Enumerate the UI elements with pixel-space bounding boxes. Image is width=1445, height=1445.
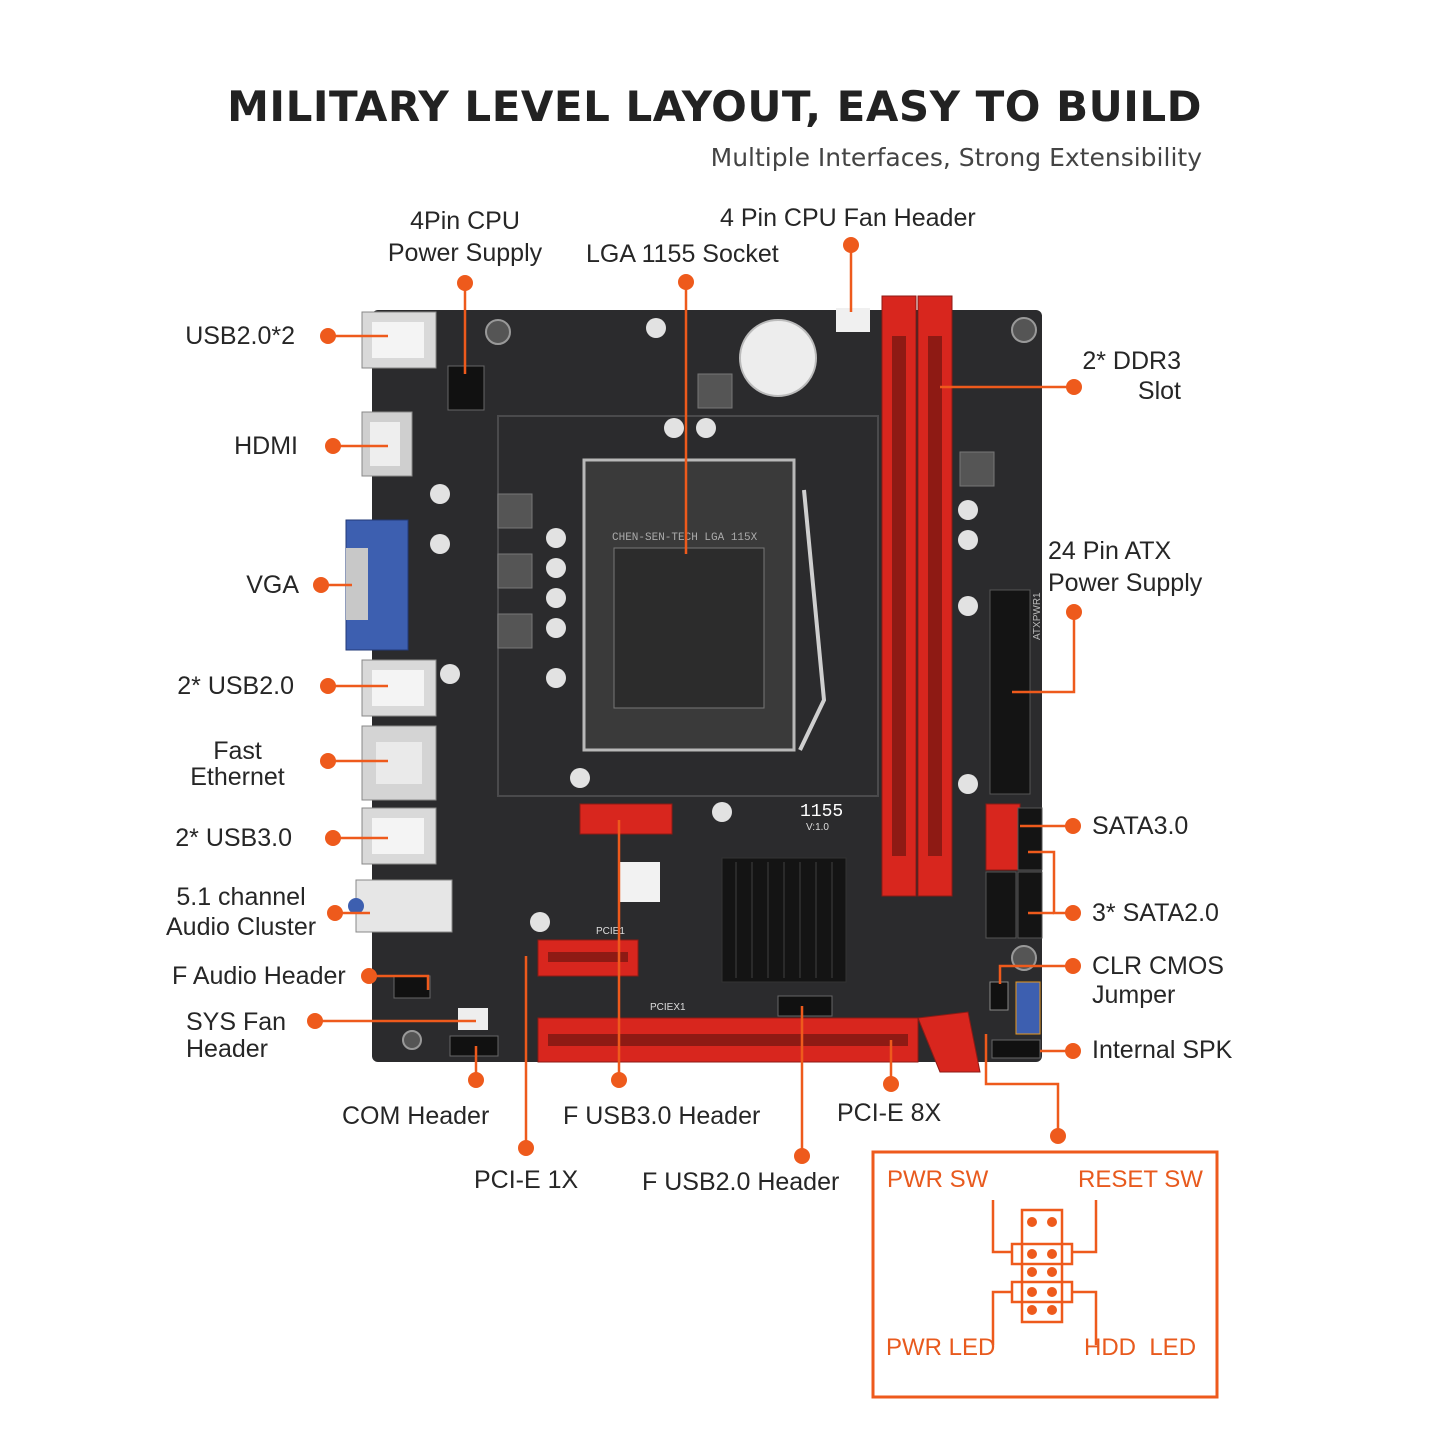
label-sys-fan-line2: Header — [186, 1035, 268, 1063]
rear-io — [345, 311, 453, 933]
fp-label-pwr-led: PWR LED — [886, 1334, 996, 1361]
pcie-x8-latch — [917, 1011, 981, 1073]
label-cpu-fan: 4 Pin CPU Fan Header — [720, 204, 976, 232]
front-panel-pin-diagram — [991, 1200, 1098, 1345]
label-lga-socket: LGA 1155 Socket — [586, 240, 779, 268]
callout-dots — [307, 237, 1082, 1164]
sata2-port-b — [985, 871, 1017, 939]
label-atx24-line1: 24 Pin ATX — [1048, 537, 1172, 565]
socket-outline — [497, 415, 879, 797]
usb2-front-header — [777, 995, 833, 1017]
cpu-fan-connector — [836, 308, 870, 332]
label-f-usb30-header: F USB3.0 Header — [563, 1102, 761, 1130]
fp-label-hdd-led: HDD LED — [1084, 1334, 1197, 1361]
label-ddr3-line2: Slot — [1137, 377, 1181, 405]
speaker-header-block — [991, 1039, 1041, 1059]
socket-model-marking: 1155 — [800, 802, 843, 822]
fp-label-reset-sw: RESET SW — [1078, 1166, 1203, 1193]
label-cpu-power-line2: Power Supply — [387, 239, 543, 267]
version-marking: V:1.0 — [806, 822, 829, 833]
label-ddr3-line1: 2* DDR3 — [1082, 347, 1181, 375]
sata3-port — [985, 803, 1021, 871]
label-ethernet-line1: Fast — [213, 737, 262, 765]
label-ddr3: 2* DDR3 Slot — [1040, 346, 1181, 406]
com-header-block — [449, 1035, 499, 1057]
label-cpu-power-line1: 4Pin CPU — [410, 207, 520, 235]
label-audio-cluster: 5.1 channel Audio Cluster — [166, 882, 316, 942]
audio-jack-cluster — [355, 879, 453, 933]
label-sys-fan: SYS Fan Header — [186, 1009, 286, 1063]
page-title: MILITARY LEVEL LAYOUT, EASY TO BUILD — [227, 82, 1202, 131]
label-clr-cmos-line1: CLR CMOS — [1092, 952, 1224, 980]
label-ethernet: Fast Ethernet — [180, 738, 295, 790]
label-f-audio-header: F Audio Header — [172, 962, 346, 990]
label-usb20x2-top: USB2.0*2 — [185, 322, 295, 350]
label-pcie-1x: PCI-E 1X — [474, 1166, 579, 1194]
usb3-front-header — [579, 803, 673, 835]
atx-marking: ATXPWR1 — [1032, 592, 1043, 640]
front-panel-pins — [1027, 1217, 1057, 1315]
label-pcie-8x: PCI-E 8X — [837, 1099, 942, 1127]
front-panel-header-block — [1015, 981, 1041, 1035]
f-audio-header-block — [393, 975, 431, 999]
label-sys-fan-line1: SYS Fan — [186, 1008, 287, 1036]
label-atx24-line2: Power Supply — [1048, 569, 1203, 597]
fp-label-pwr-sw: PWR SW — [887, 1166, 989, 1193]
label-clr-cmos: CLR CMOS Jumper — [1092, 952, 1224, 1010]
pcie1-marking: PCIE1 — [596, 926, 625, 937]
label-hdmi: HDMI — [234, 432, 298, 460]
qr-code — [620, 862, 660, 902]
label-ethernet-line2: Ethernet — [190, 763, 285, 791]
callout-leaders — [315, 245, 1076, 1156]
cmos-battery — [739, 319, 817, 397]
mounting-holes — [402, 317, 1037, 1050]
pcie16-marking: PCIEX1 — [650, 1002, 686, 1013]
label-atx24: 24 Pin ATX Power Supply — [1048, 535, 1202, 599]
label-internal-spk: Internal SPK — [1092, 1036, 1233, 1064]
label-usb30: 2* USB3.0 — [175, 824, 292, 852]
sata2-port-a — [1017, 807, 1043, 871]
label-audio-line1: 5.1 channel — [176, 883, 306, 911]
front-panel-inset — [871, 1150, 1219, 1399]
label-audio-line2: Audio Cluster — [166, 913, 317, 941]
sys-fan-connector — [458, 1008, 488, 1030]
sata2-port-c — [1017, 871, 1043, 939]
vrm-chokes — [497, 373, 995, 649]
label-f-usb20-header: F USB2.0 Header — [642, 1168, 840, 1196]
label-usb20x2-mid: 2* USB2.0 — [177, 672, 294, 700]
label-vga: VGA — [246, 571, 299, 599]
label-com-header: COM Header — [342, 1102, 490, 1130]
label-sata20: 3* SATA2.0 — [1092, 899, 1219, 927]
label-clr-cmos-line2: Jumper — [1092, 981, 1176, 1009]
label-cpu-power: 4Pin CPU Power Supply — [380, 205, 550, 269]
clr-cmos-jumper-block — [989, 981, 1009, 1011]
page-subtitle: Multiple Interfaces, Strong Extensibilit… — [710, 143, 1202, 172]
label-sata30: SATA3.0 — [1092, 812, 1189, 840]
capacitors — [430, 318, 978, 932]
